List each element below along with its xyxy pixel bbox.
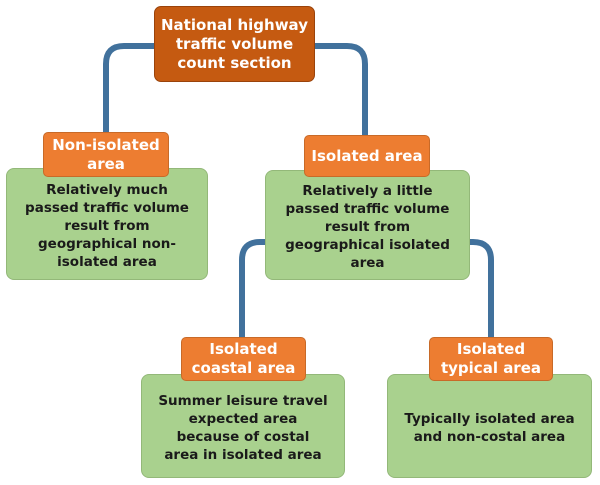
isolated-coastal-area-label: Isolated coastal area <box>181 337 306 381</box>
isolated-coastal-area-description: Summer leisure travel expected area beca… <box>141 374 345 478</box>
isolated-typical-area-description: Typically isolated area and non-costal a… <box>387 374 592 478</box>
connector-isolated-to-coastal <box>239 239 268 340</box>
root-node-text: National highway traffic volume count se… <box>161 15 308 72</box>
isolated-typical-area-description-text: Typically isolated area and non-costal a… <box>404 411 575 445</box>
isolated-area-description-text: Relatively a little passed traffic volum… <box>285 183 450 271</box>
connector-isolated-to-typical <box>467 239 494 340</box>
isolated-area-label: Isolated area <box>304 135 430 177</box>
non-isolated-area-label: Non-isolated area <box>43 132 169 177</box>
isolated-area-label-text: Isolated area <box>311 146 423 165</box>
isolated-area-description: Relatively a little passed traffic volum… <box>265 170 470 280</box>
isolated-coastal-area-label-text: Isolated coastal area <box>191 340 296 377</box>
non-isolated-area-description: Relatively much passed traffic volume re… <box>6 168 208 280</box>
non-isolated-area-description-text: Relatively much passed traffic volume re… <box>25 182 189 270</box>
connector-root-to-isolated <box>312 43 368 139</box>
isolated-coastal-area-description-text: Summer leisure travel expected area beca… <box>158 393 328 463</box>
isolated-typical-area-label: Isolated typical area <box>429 337 553 381</box>
isolated-typical-area-label-text: Isolated typical area <box>440 340 542 377</box>
non-isolated-area-label-text: Non-isolated area <box>52 135 160 173</box>
root-node-national-highway: National highway traffic volume count se… <box>154 6 315 82</box>
connector-root-to-non-isolated <box>103 43 157 138</box>
